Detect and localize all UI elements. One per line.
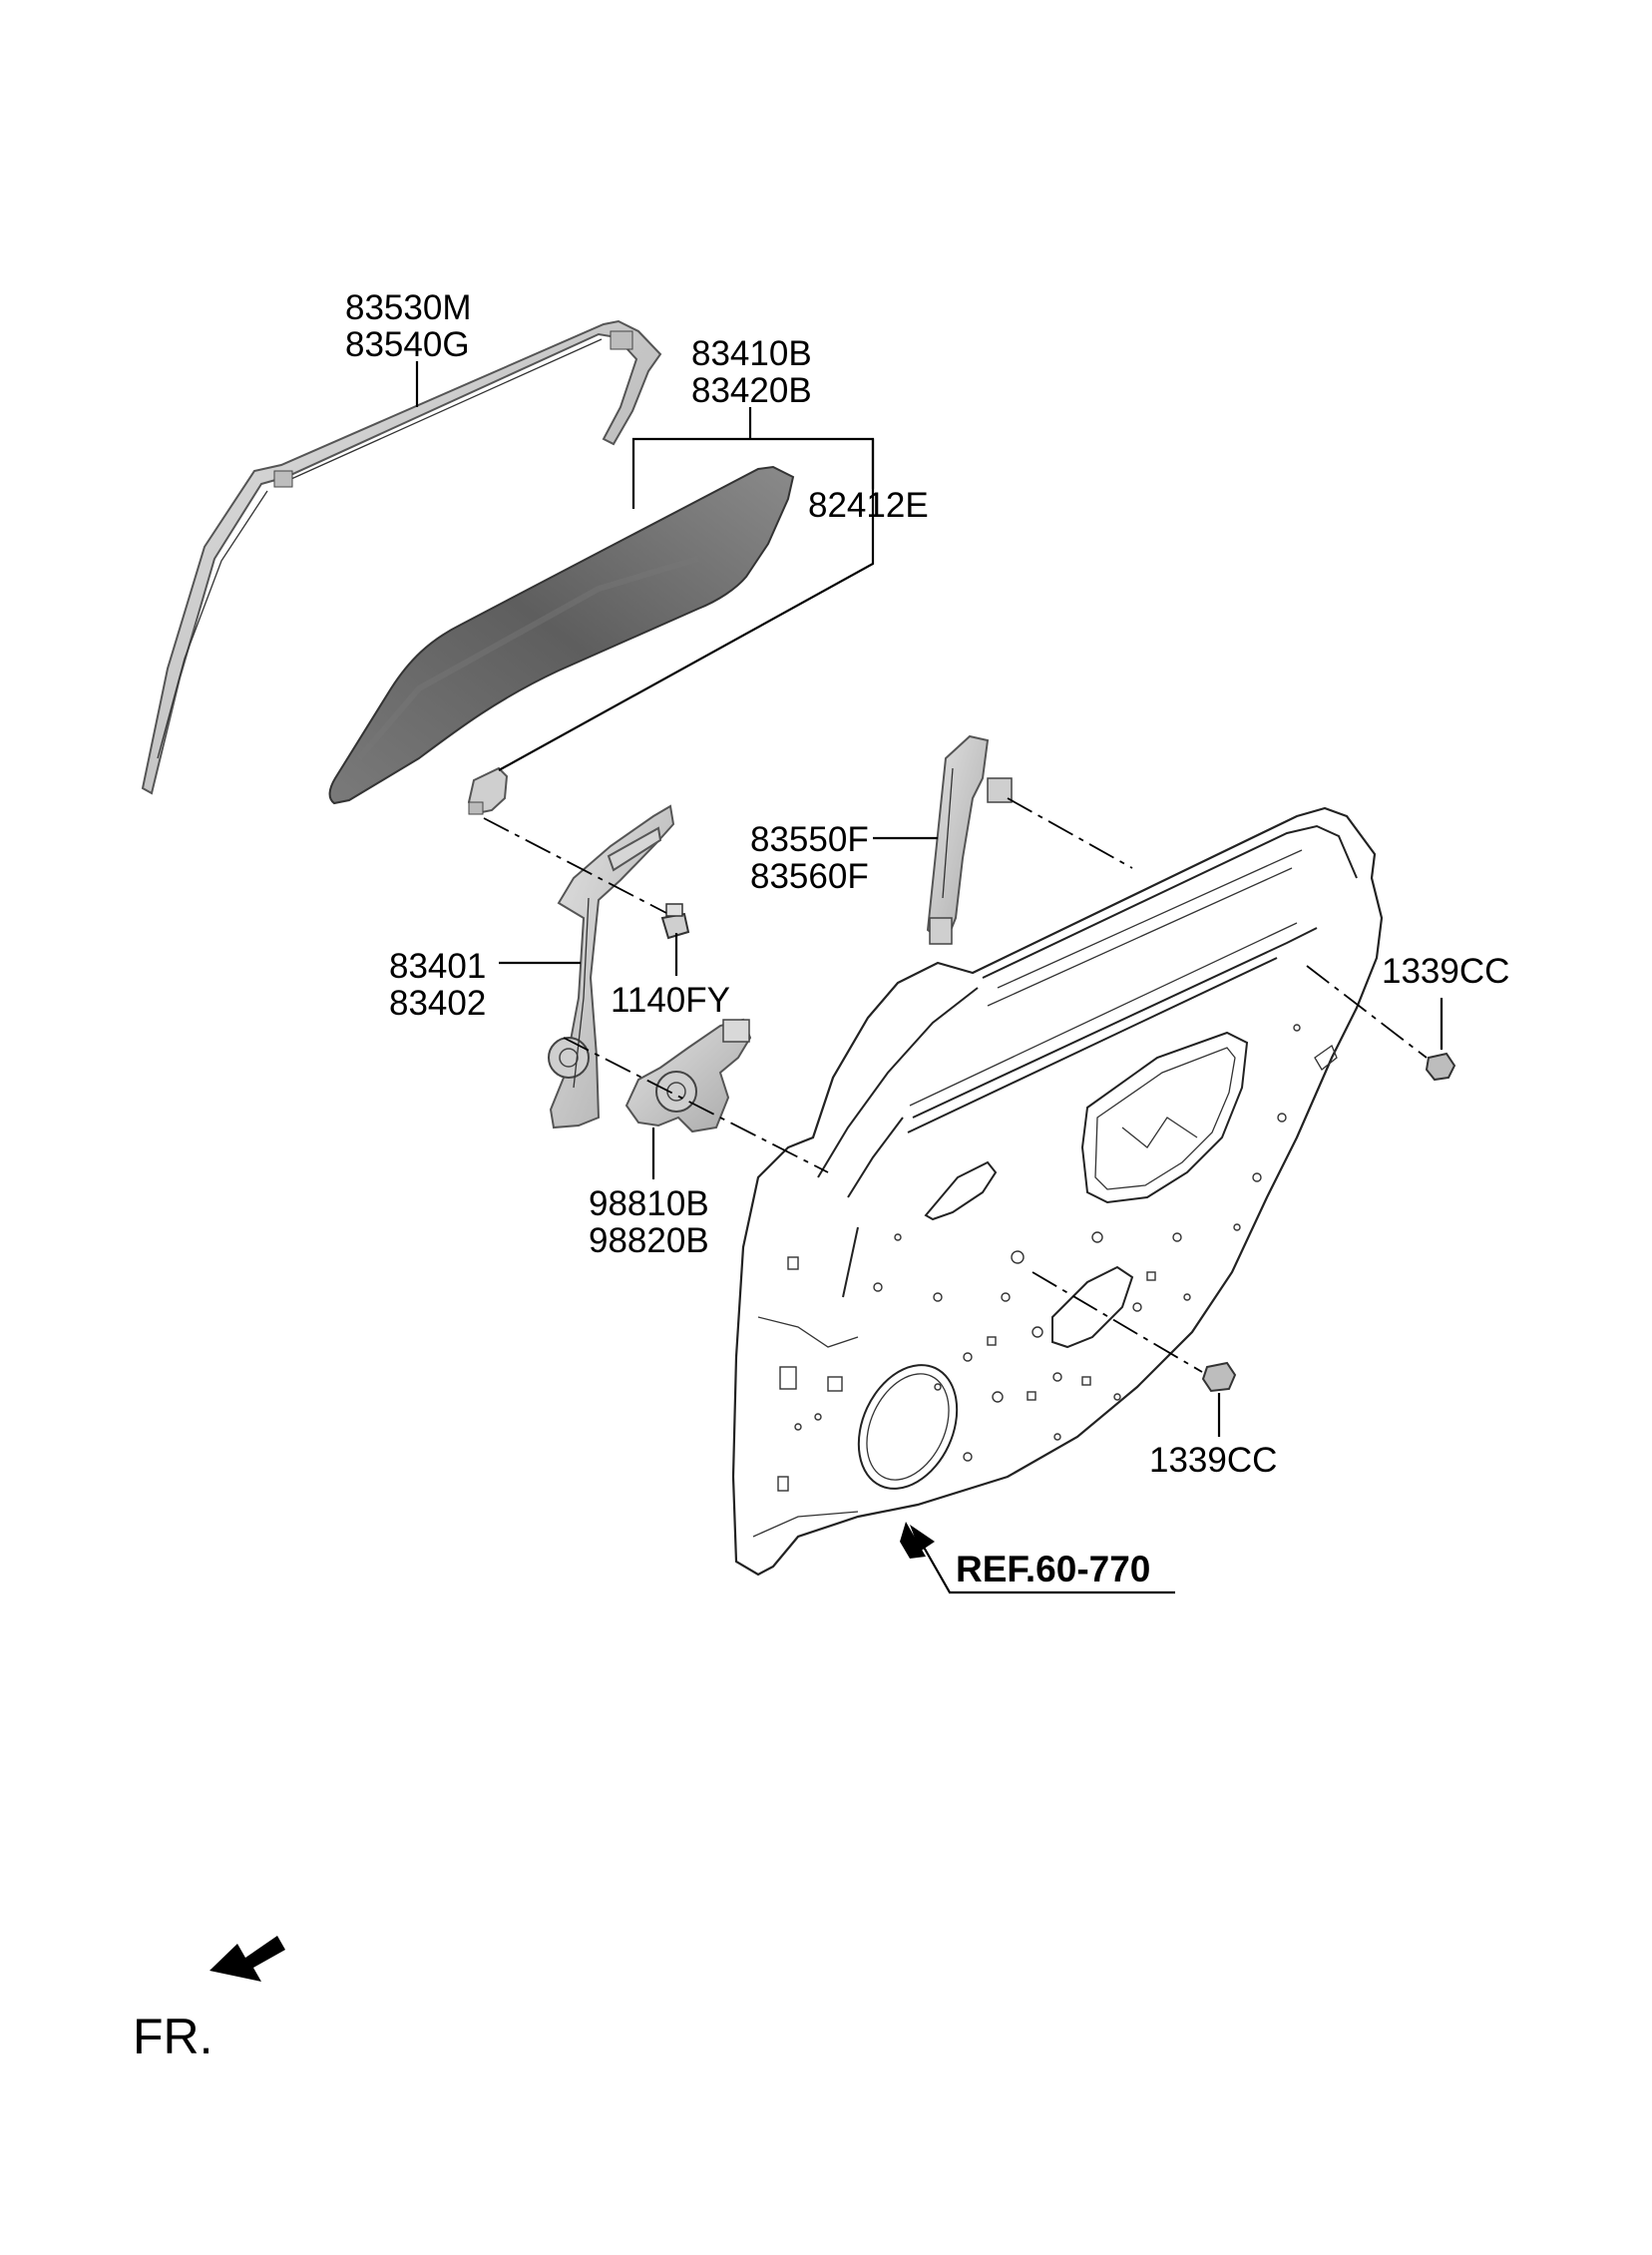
label-83530M: 83530M: [345, 288, 471, 327]
plug-upper-part: [1425, 1052, 1456, 1082]
label-83420B: 83420B: [691, 371, 812, 410]
label-1339CC-upper: 1339CC: [1382, 952, 1509, 991]
door-inner-panel: [731, 806, 1384, 1577]
label-83402: 83402: [389, 984, 486, 1023]
leader-lines: [415, 361, 1444, 1594]
label-83401: 83401: [389, 947, 486, 986]
label-83540G: 83540G: [345, 325, 470, 364]
plug-lower-part: [1201, 1361, 1237, 1393]
front-marker: FR.: [133, 1936, 285, 2064]
alignment-lines: [483, 797, 1428, 1373]
bolt-part: [660, 903, 690, 940]
label-83410B: 83410B: [691, 334, 812, 373]
regulator-motor-part: [624, 1018, 752, 1133]
label-83550F: 83550F: [750, 820, 869, 859]
front-arrow-icon: [209, 1936, 285, 1982]
door-glass-part: [328, 465, 795, 805]
label-83560F: 83560F: [750, 857, 869, 896]
label-1339CC-lower: 1339CC: [1149, 1441, 1277, 1480]
label-82412E: 82412E: [808, 486, 929, 525]
front-marker-label: FR.: [133, 2009, 213, 2064]
label-1140FY: 1140FY: [611, 981, 730, 1020]
door-run-channel-part: [141, 319, 662, 795]
glass-holder-part: [467, 766, 509, 815]
label-98820B: 98820B: [589, 1221, 709, 1260]
part-labels: 83530M 83540G 83410B 83420B 82412E 83550…: [345, 288, 1509, 1589]
rear-channel-part: [926, 734, 1013, 945]
label-reference: REF.60-770: [956, 1549, 1150, 1589]
label-98810B: 98810B: [589, 1184, 709, 1223]
